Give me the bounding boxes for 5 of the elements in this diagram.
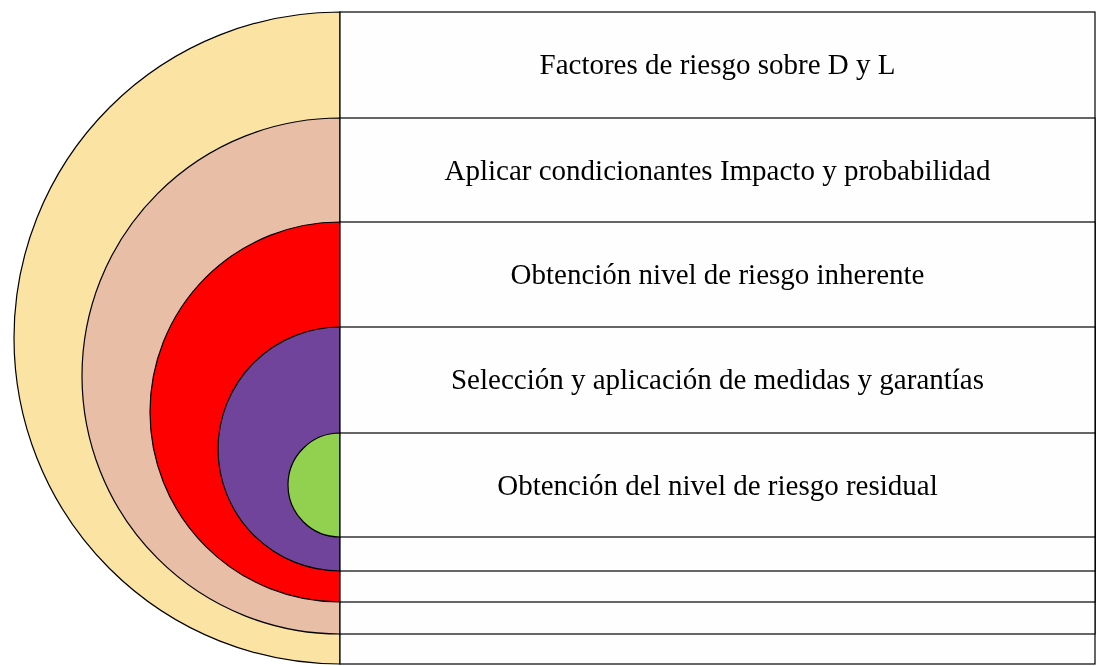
step-text: Selección y aplicación de medidas y garantías <box>450 362 985 398</box>
step-text: Factores de riesgo sobre D y L <box>539 47 896 83</box>
step-text: Obtención del nivel de riesgo residual <box>497 468 938 504</box>
step-text: Aplicar condicionantes Impacto y probabilidad <box>444 153 991 189</box>
step-text: Obtención nivel de riesgo inherente <box>510 257 925 293</box>
